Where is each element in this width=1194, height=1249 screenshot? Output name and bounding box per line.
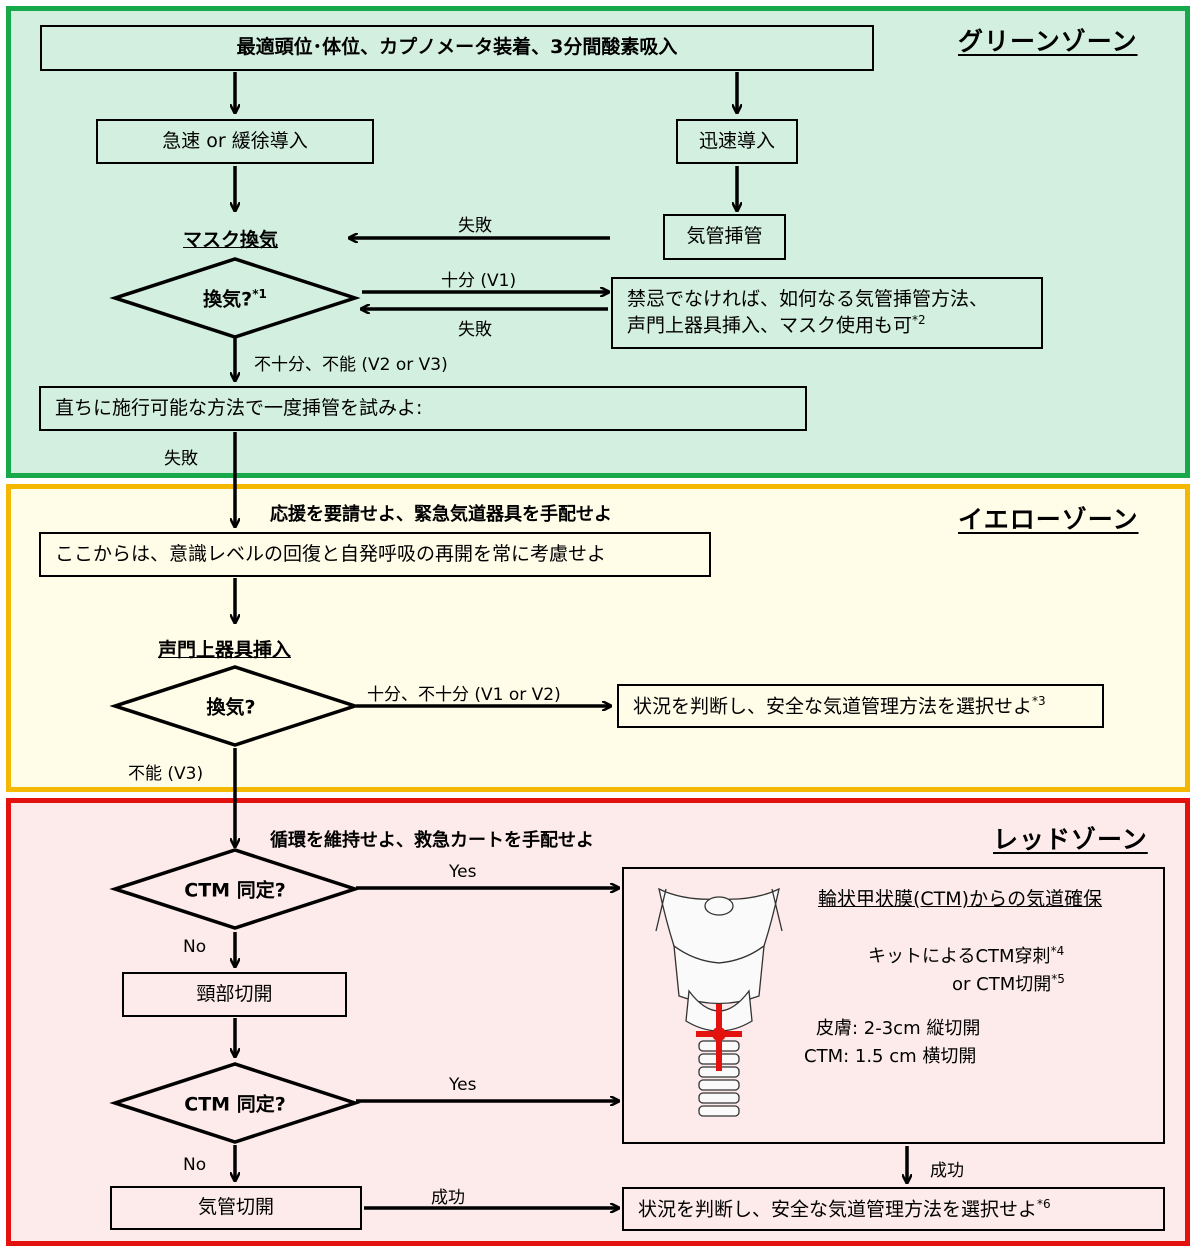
ctm-success-label: 成功 [930,1161,964,1181]
intubation-box: 気管挿管 [663,214,786,260]
rapid-sequence-induction-text: 迅速導入 [698,129,775,152]
preparation-text: 最適頭位･体位、カプノメータ装着、3分間酸素吸入 [236,36,678,59]
ventilation-failure-return-label: 失敗 [458,320,492,340]
yellow-judge-text: 状況を判断し、安全な気道管理方法を選択せよ*3 [633,693,1046,717]
yellow-judge-box: 状況を判断し、安全な気道管理方法を選択せよ*3 [617,684,1104,728]
any-method-line-1: 禁忌でなければ、如何なる気管挿管方法、 [627,287,989,310]
green-exit-failure-label: 失敗 [164,449,198,469]
neck-incision-box: 頸部切開 [122,972,347,1017]
rapid-sequence-induction-box: 迅速導入 [676,119,798,164]
mask-ventilation-label: マスク換気 [183,229,279,251]
red-zone-title: レッドゾーン [993,825,1148,854]
supraglottic-device-label: 声門上器具挿入 [158,639,292,661]
ctm-incision-line: or CTM切開*5 [952,972,1065,995]
preparation-box: 最適頭位･体位、カプノメータ装着、3分間酸素吸入 [40,25,874,71]
ctm-airway-title: 輪状甲状膜(CTM)からの気道確保 [818,888,1103,910]
ctm-airway-box: 輪状甲状膜(CTM)からの気道確保 キットによるCTM穿刺*4 or CTM切開… [622,867,1165,1144]
any-method-line-2: 声門上器具挿入、マスク使用も可*2 [627,313,926,337]
ventilation-sufficient-label: 十分 (V1) [441,271,517,291]
final-judge-box: 状況を判断し、安全な気道管理方法を選択せよ*6 [622,1187,1165,1231]
ventilation-insufficient-label: 不十分、不能 (V2 or V3) [254,355,448,375]
green-diamond-label: 換気?*1 [203,287,267,311]
ctm-kit-line: キットによるCTM穿刺*4 [868,944,1065,967]
final-judge-text: 状況を判断し、安全な気道管理方法を選択せよ*6 [638,1196,1051,1220]
rapid-or-slow-induction-box: 急速 or 緩徐導入 [96,119,374,164]
ctm-yes-2-label: Yes [449,1075,477,1095]
call-for-help-label: 応援を要請せよ、緊急気道器具を手配せよ [270,504,612,525]
intubation-text: 気管挿管 [686,225,763,248]
yellow-diamond-label: 換気? [206,696,256,719]
green-zone [6,6,1190,478]
maintain-circulation-label: 循環を維持せよ、救急カートを手配せよ [270,830,594,851]
consider-recovery-text: ここからは、意識レベルの回復と自発呼吸の再開を常に考慮せよ [55,542,607,565]
larynx-illustration [655,887,783,1117]
ctm-no-2-label: No [183,1155,207,1175]
any-method-box: 禁忌でなければ、如何なる気管挿管方法、 声門上器具挿入、マスク使用も可*2 [611,277,1043,349]
ctm-no-1-label: No [183,937,207,957]
intubation-failure-label: 失敗 [458,216,492,236]
skin-incision-line: 皮膚: 2-3cm 縦切開 [816,1018,981,1039]
tracheotomy-text: 気管切開 [197,1196,274,1219]
yellow-impossible-label: 不能 (V3) [128,764,204,784]
consider-recovery-box: ここからは、意識レベルの回復と自発呼吸の再開を常に考慮せよ [39,532,711,577]
ctm-yes-1-label: Yes [449,862,477,882]
ctm-question-2-label: CTM 同定? [184,1093,286,1116]
ctm-cut-line: CTM: 1.5 cm 横切開 [804,1046,977,1067]
yellow-adequate-label: 十分、不十分 (V1 or V2) [367,685,561,705]
try-intubation-box: 直ちに施行可能な方法で一度挿管を試みよ: [39,386,807,431]
rapid-or-slow-induction-text: 急速 or 緩徐導入 [162,129,308,152]
tracheotomy-box: 気管切開 [110,1186,362,1230]
yellow-zone-title: イエローゾーン [958,505,1139,534]
neck-incision-text: 頸部切開 [196,982,273,1005]
try-intubation-text: 直ちに施行可能な方法で一度挿管を試みよ: [55,396,423,419]
green-zone-title: グリーンゾーン [958,27,1138,56]
tracheotomy-success-label: 成功 [431,1188,465,1208]
ctm-question-1-label: CTM 同定? [184,879,286,902]
